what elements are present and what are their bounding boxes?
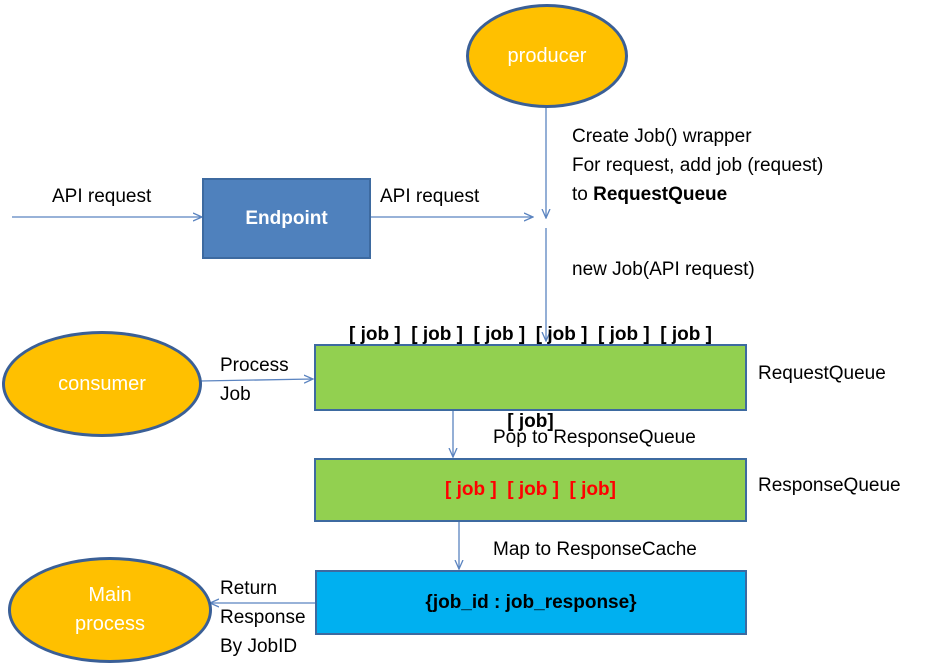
consumer-node: consumer — [2, 331, 202, 437]
producer-note-line1: Create Job() wrapper — [572, 126, 752, 147]
response-queue-box: [ job ] [ job ] [ job] — [314, 458, 747, 522]
map-to-cache-label: Map to ResponseCache — [493, 539, 697, 560]
main-process-label-line2: process — [74, 613, 146, 635]
producer-note-line3-queue: RequestQueue — [593, 184, 728, 205]
endpoint-label: Endpoint — [245, 207, 328, 229]
return-response-label-line2: Response — [220, 607, 306, 628]
main-process-node: Main process — [8, 557, 212, 663]
request-queue-name: RequestQueue — [758, 363, 886, 384]
response-cache-label: {job_id : job_response} — [425, 591, 637, 613]
return-response-label-line1: Return — [220, 578, 278, 599]
consumer-label: consumer — [58, 372, 146, 395]
producer-note-line3-prefix: to — [572, 184, 594, 205]
return-response-label-line3: By JobID — [220, 636, 298, 657]
api-request-out-label: API request — [380, 186, 480, 207]
response-cache-box: {job_id : job_response} — [315, 570, 747, 635]
producer-node: producer — [466, 4, 628, 108]
arrow-consumer-to-queue — [199, 379, 313, 381]
pop-to-response-queue-label: Pop to ResponseQueue — [493, 427, 696, 448]
producer-note-line3: to RequestQueue — [572, 180, 823, 209]
request-queue-jobs-row1: [ job ] [ job ] [ job ] [ job ] [ job ] … — [348, 323, 712, 345]
response-queue-name: ResponseQueue — [758, 475, 901, 496]
main-process-label-line1: Main — [88, 584, 132, 606]
process-job-label-line1: Process — [220, 355, 289, 376]
api-request-in-label: API request — [52, 186, 152, 207]
producer-note-line2: For request, add job (request) — [572, 155, 824, 176]
producer-label: producer — [507, 44, 587, 67]
request-queue-jobs-row2: [ job] — [507, 410, 554, 432]
request-queue-box: [ job ] [ job ] [ job ] [ job ] [ job ] … — [314, 324, 747, 432]
new-job-label: new Job(API request) — [572, 259, 755, 280]
process-job-label-line2: Job — [220, 384, 251, 405]
response-queue-jobs: [ job ] [ job ] [ job] — [445, 479, 616, 500]
endpoint-box: Endpoint — [202, 178, 371, 259]
producer-note: Create Job() wrapper For request, add jo… — [572, 122, 823, 209]
